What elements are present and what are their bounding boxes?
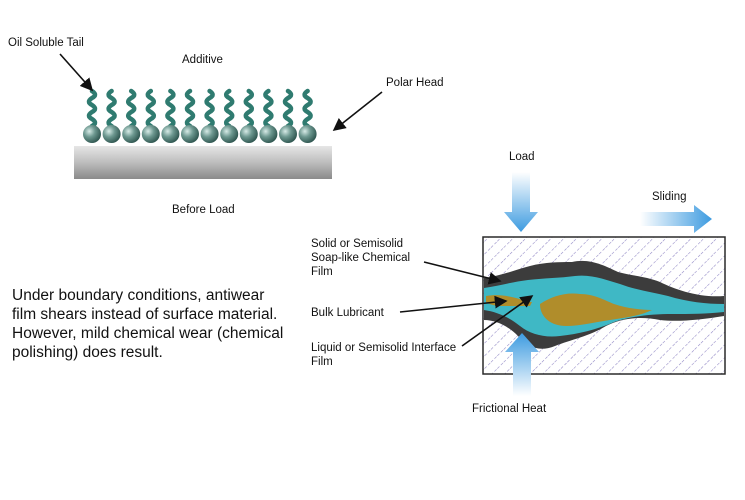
- molecule-head: [161, 125, 180, 143]
- molecule-tail: [243, 88, 255, 129]
- molecule-head: [239, 125, 258, 143]
- molecule-tail: [184, 88, 196, 129]
- liquid-film-label: Liquid or Semisolid Interface Film: [311, 341, 456, 369]
- substrate-block: [74, 146, 332, 179]
- bulk-lubricant-2: [540, 293, 652, 326]
- molecule-tail: [145, 88, 157, 129]
- polar-head-label: Polar Head: [386, 77, 444, 89]
- molecule-head: [220, 125, 239, 143]
- description-line: polishing) does result.: [12, 344, 163, 361]
- molecule-tail: [125, 88, 137, 129]
- soap-film-line-1: Solid or Semisolid: [311, 238, 404, 250]
- molecule-tail: [165, 88, 176, 129]
- molecule-head: [279, 125, 297, 143]
- soap-film-label: Solid or Semisolid Soap-like Chemical Fi…: [311, 237, 410, 279]
- before-load-label: Before Load: [172, 204, 235, 216]
- description-text: Under boundary conditions, antiwear film…: [12, 286, 312, 362]
- molecule-tail: [302, 88, 313, 129]
- oil-soluble-tail-label: Oil Soluble Tail: [8, 37, 84, 49]
- molecule-head: [181, 125, 199, 143]
- liquid-film-line-2: Film: [311, 356, 333, 368]
- molecule-head: [200, 125, 219, 143]
- additive-label: Additive: [182, 54, 223, 66]
- molecule-tail: [263, 88, 274, 129]
- bulk-lubricant-label: Bulk Lubricant: [311, 307, 384, 319]
- description-line: However, mild chemical wear (chemical: [12, 325, 284, 342]
- tail-pointer: [59, 53, 94, 92]
- head-pointer: [332, 91, 383, 131]
- load-label: Load: [509, 151, 535, 163]
- sliding-arrow: [640, 205, 712, 233]
- frictional-heat-label: Frictional Heat: [472, 403, 547, 415]
- sliding-label: Sliding: [652, 191, 687, 203]
- load-arrow: [504, 172, 538, 232]
- molecule-tail: [204, 88, 215, 129]
- interface-film-pointer: [461, 295, 534, 347]
- molecule-tail: [223, 88, 235, 129]
- molecule-head: [141, 125, 160, 143]
- molecule-tail: [86, 88, 98, 129]
- soap-film-line-3: Film: [311, 266, 333, 278]
- soap-film-pointer: [423, 261, 502, 285]
- additive-molecules: [83, 88, 317, 143]
- description-line: Under boundary conditions, antiwear: [12, 287, 265, 304]
- frictional-heat-arrow: [505, 333, 539, 396]
- liquid-film-line-1: Liquid or Semisolid Interface: [311, 342, 457, 354]
- soap-film-line-2: Soap-like Chemical: [311, 252, 411, 264]
- molecule-head: [259, 125, 278, 143]
- molecule-head: [83, 125, 101, 143]
- molecule-head: [122, 125, 141, 143]
- molecule-head: [298, 125, 317, 143]
- molecule-tail: [106, 88, 117, 129]
- description-line: film shears instead of surface material.: [12, 306, 278, 323]
- bulk-lubricant-pointer: [399, 295, 508, 313]
- molecule-tail: [282, 88, 294, 129]
- molecule-head: [102, 125, 121, 143]
